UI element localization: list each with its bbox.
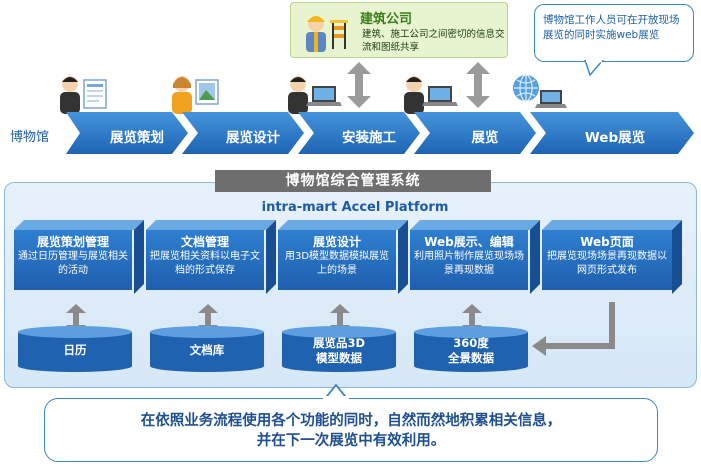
construction-company-box — [290, 2, 508, 58]
callout-tail-mask — [323, 396, 349, 400]
chevron-step-3 — [298, 112, 420, 154]
chevron-step-4 — [414, 112, 536, 154]
module-title: 展览策划管理 — [36, 235, 109, 249]
museum-label: 博物馆 — [10, 130, 50, 145]
database-label: 日历 — [63, 343, 87, 357]
module-desc: 通过日历管理与展览相关的活动 — [18, 251, 128, 276]
module-front: 展览设计 用3D模型数据模拟展览上的场景 — [278, 230, 396, 290]
database-label: 展览品3D — [312, 336, 366, 350]
system-title: 博物馆综合管理系统 — [215, 170, 491, 192]
module-exhibition-planning: 展览策划管理 通过日历管理与展览相关的活动 — [14, 220, 144, 304]
elbow-arrow-icon — [532, 302, 615, 356]
step-label: 展览 — [471, 130, 499, 146]
database-label: 360度 — [453, 336, 489, 350]
module-document-management: 文档管理 把展览相关资料以电子文档的形式保存 — [146, 220, 276, 304]
web-callout: 博物馆工作人员可在开放现场展览的同时实施web展览 — [534, 4, 694, 62]
database-panorama: 360度 全景数据 — [414, 326, 528, 372]
module-front: Web展示、编辑 利用照片制作展览现场场景再现数据 — [410, 230, 528, 290]
module-desc: 把展览相关资料以电子文档的形式保存 — [150, 251, 260, 276]
database-3d-models: 展览品3D 模型数据 — [282, 326, 396, 372]
database-calendar: 日历 — [18, 326, 132, 372]
company-title: 建筑公司 — [360, 12, 413, 27]
step-label: 安装施工 — [342, 130, 396, 146]
database-cylinder-icon — [282, 326, 396, 372]
module-exhibition-design: 展览设计 用3D模型数据模拟展览上的场景 — [278, 220, 408, 304]
step-label: Web展览 — [584, 130, 646, 146]
double-arrow-icon — [347, 62, 371, 108]
module-3d-shape — [146, 220, 276, 294]
step-label: 展览设计 — [226, 130, 280, 146]
module-title: 文档管理 — [180, 235, 229, 249]
bottom-callout — [44, 398, 658, 462]
module-3d-shape — [278, 220, 408, 294]
database-cylinder-icon — [150, 326, 264, 372]
module-desc: 利用照片制作展览现场场景再现数据 — [414, 251, 524, 276]
designer-person-icon — [172, 76, 219, 114]
chevron-step-1 — [66, 112, 188, 154]
company-description: 建筑、施工公司之间密切的信息交流和图纸共享 — [362, 29, 505, 53]
module-title: 展览设计 — [312, 235, 361, 249]
bottom-note: 在依照业务流程使用各个功能的同时，自然而然地积累相关信息， 并在下一次展览中有效… — [44, 411, 658, 451]
process-chevron-row — [66, 112, 694, 154]
bottom-note-line1: 在依照业务流程使用各个功能的同时，自然而然地积累相关信息， — [140, 413, 562, 429]
globe-laptop-icon — [513, 74, 567, 108]
database-cylinder-icon — [18, 326, 132, 372]
platform-name: intra-mart Accel Platform — [261, 200, 449, 215]
module-desc: 用3D模型数据模拟展览上的场景 — [284, 251, 390, 276]
double-arrow-icon — [466, 62, 490, 108]
web-callout-text: 博物馆工作人员可在开放现场展览的同时实施web展览 — [543, 14, 680, 41]
database-label: 文档库 — [189, 343, 225, 357]
module-3d-shape — [542, 220, 682, 294]
module-front: 展览策划管理 通过日历管理与展览相关的活动 — [14, 230, 132, 290]
module-web-page: Web页面 把展览现场场景再现数据以网页形式发布 — [542, 220, 688, 304]
step-label: 展览策划 — [110, 130, 164, 146]
construction-worker-icon — [306, 16, 348, 52]
module-front: 文档管理 把展览相关资料以电子文档的形式保存 — [146, 230, 264, 290]
module-3d-shape — [14, 220, 144, 294]
module-desc: 把展览现场场景再现数据以网页形式发布 — [547, 251, 667, 276]
staff-person-icon — [404, 76, 458, 114]
callout-tail — [584, 60, 604, 76]
module-title: Web展示、编辑 — [424, 235, 514, 249]
module-web-edit: Web展示、编辑 利用照片制作展览现场场景再现数据 — [410, 220, 540, 304]
module-3d-shape — [410, 220, 540, 294]
module-front: Web页面 把展览现场场景再现数据以网页形式发布 — [542, 230, 672, 290]
chevron-step-2 — [182, 112, 304, 154]
database-cylinder-icon — [414, 326, 528, 372]
database-document-library: 文档库 — [150, 326, 264, 372]
database-label: 全景数据 — [448, 351, 494, 365]
installer-person-icon — [288, 76, 342, 114]
database-label: 模型数据 — [316, 351, 362, 365]
chevron-step-5 — [530, 112, 694, 154]
planner-person-icon — [60, 76, 107, 114]
module-title: Web页面 — [580, 235, 634, 249]
bottom-note-line2: 并在下一次展览中有效利用。 — [256, 433, 446, 449]
